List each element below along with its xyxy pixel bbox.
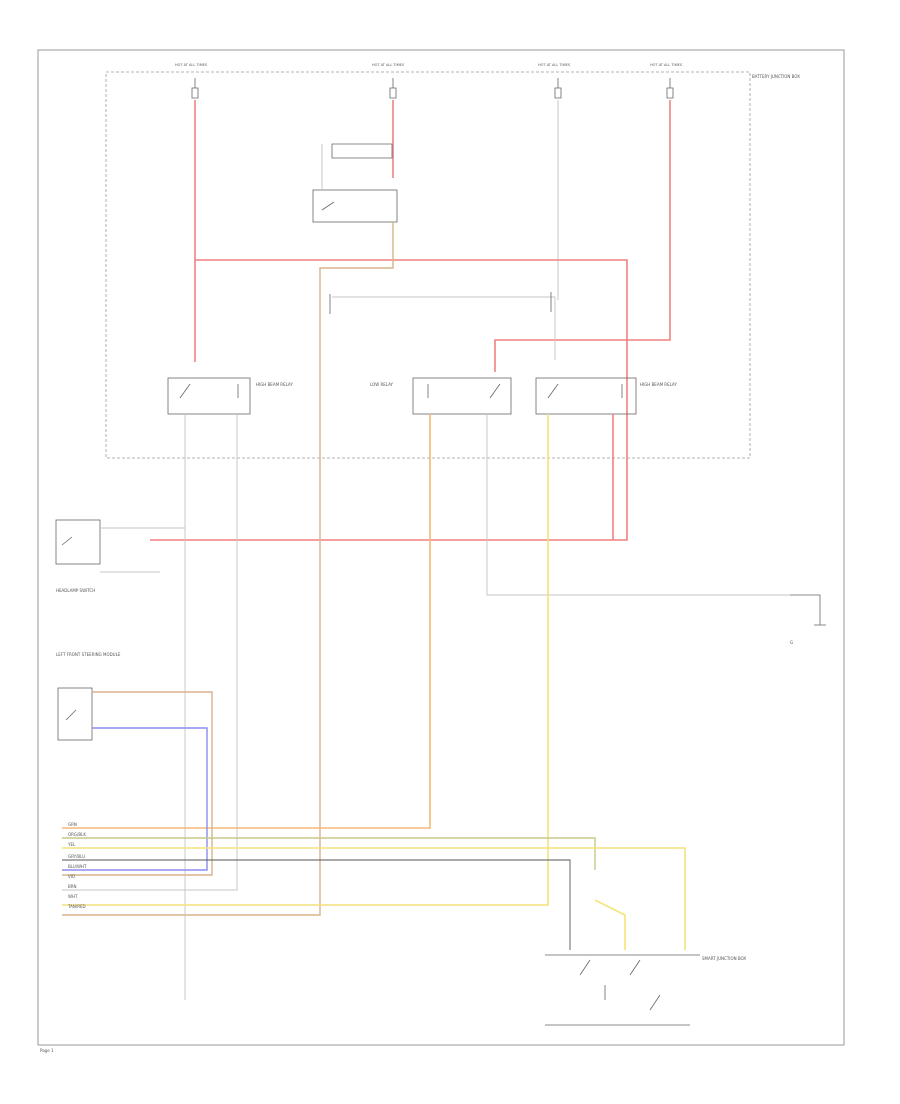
relay-left-label: HIGH BEAM RELAY (256, 382, 293, 387)
bottom-module-label: SMART JUNCTION BOX (702, 956, 746, 961)
left-module-box (57, 687, 93, 741)
fuse-2-icon (389, 78, 397, 99)
fuse-1-icon (191, 78, 199, 99)
gray-wire-right-ground (486, 414, 790, 596)
relay-right-contacts (547, 383, 623, 399)
relay-right-box (535, 377, 637, 415)
black-bundle-wire (62, 859, 571, 950)
left-module-label: LEFT FRONT STEERING MODULE (56, 652, 121, 657)
gray-wire-2 (62, 414, 238, 891)
wire-label-6: BRN (68, 884, 77, 889)
wire-label-5: VIO (68, 874, 75, 879)
ground-symbol (790, 594, 826, 626)
junction-box-outline (105, 71, 751, 459)
headlamp-switch-label: HEADLAMP SWITCH (56, 588, 95, 593)
left-module-contact (65, 709, 77, 721)
wire-label-7: WHT (68, 894, 78, 899)
relay-middle-label: LOW RELAY (370, 382, 394, 387)
green-bundle-wire (62, 837, 596, 870)
right-ground-label: G (790, 640, 793, 645)
wire-label-8: TAN/RED (67, 904, 86, 909)
tan-wire (62, 222, 394, 916)
wire-label-2: YEL (67, 842, 76, 847)
top-relay-box (312, 189, 398, 223)
relay-right-label: HIGH BEAM RELAY (640, 382, 677, 387)
tan-module-wire (62, 691, 213, 876)
gray-mid-bus (332, 296, 556, 360)
wire-label-4: BLU/WHT (68, 864, 87, 869)
relay-middle-box (412, 377, 512, 415)
page-frame (37, 49, 845, 1046)
page-ref: Page 1 (40, 1048, 54, 1053)
wire-label-0: GRN (68, 822, 77, 827)
fuse-4-icon (666, 78, 674, 99)
fuse-3-icon (554, 78, 562, 99)
red-wire-fuse4 (494, 100, 671, 372)
fuse-label-4: HOT AT ALL TIMES (650, 63, 683, 67)
yellow-short-wire (594, 899, 626, 950)
relay-middle-contacts (427, 383, 501, 399)
relay-left-contacts (179, 383, 239, 399)
fuse-label-2: HOT AT ALL TIMES (372, 63, 405, 67)
junction-box-label: BATTERY JUNCTION BOX (752, 74, 800, 79)
bottom-module-contacts (579, 959, 661, 1011)
blue-module-wire (62, 727, 208, 871)
orange-wire (62, 414, 431, 829)
headlamp-switch-wires (100, 527, 185, 573)
wire-label-3: GRY/BLU (68, 854, 85, 859)
yellow-bundle-wire (62, 847, 686, 950)
wire-label-1: ORG/BLK (68, 832, 86, 837)
relay-left-box (167, 377, 251, 415)
top-relay-contacts (321, 143, 393, 211)
bottom-module-outline (545, 954, 700, 1026)
headlamp-switch-contact (61, 536, 73, 546)
mid-contacts (329, 292, 552, 314)
yellow-wire (62, 414, 549, 906)
fuse-label-3: HOT AT ALL TIMES (538, 63, 571, 67)
headlamp-switch-box (55, 519, 101, 565)
fuse-label-1: HOT AT ALL TIMES (175, 63, 208, 67)
red-bus-wire (150, 259, 628, 541)
